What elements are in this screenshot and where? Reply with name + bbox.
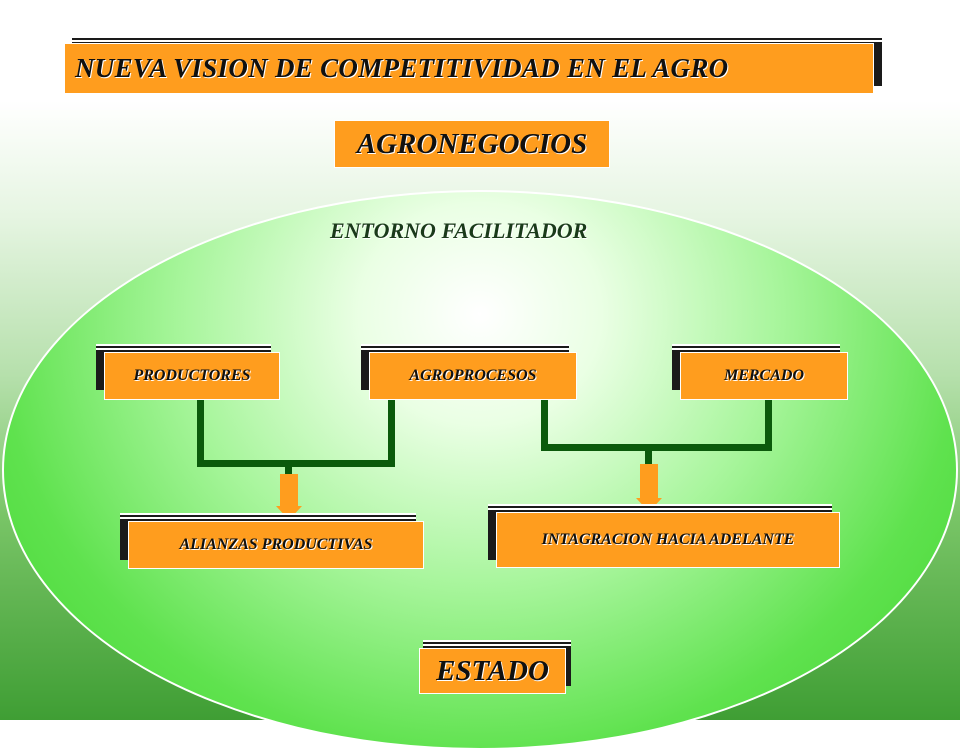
node-mercado: MERCADO [680,352,848,400]
connector-agroprocesos-right [541,400,548,450]
connector-left-bar [197,460,395,467]
entorno-facilitador-label: ENTORNO FACILITADOR [330,218,588,243]
agronegocios-label: AGRONEGOCIOS [334,120,610,168]
node-agroprocesos: AGROPROCESOS [369,352,577,400]
estado-label: ESTADO [419,648,566,694]
arrow-right-stem [640,464,658,498]
connector-right-drop [645,450,652,464]
connector-right-bar [541,444,772,451]
connector-productores [197,400,204,466]
node-integracion-hacia-adelante: INTAGRACION HACIA ADELANTE [496,512,840,568]
arrow-left-stem [280,474,298,506]
node-productores: PRODUCTORES [104,352,280,400]
page-title: NUEVA VISION DE COMPETITIVIDAD EN EL AGR… [64,43,874,94]
connector-mercado [765,400,772,450]
connector-agroprocesos-left [388,400,395,466]
connector-left-drop [285,466,292,474]
node-alianzas-productivas: ALIANZAS PRODUCTIVAS [128,521,424,569]
